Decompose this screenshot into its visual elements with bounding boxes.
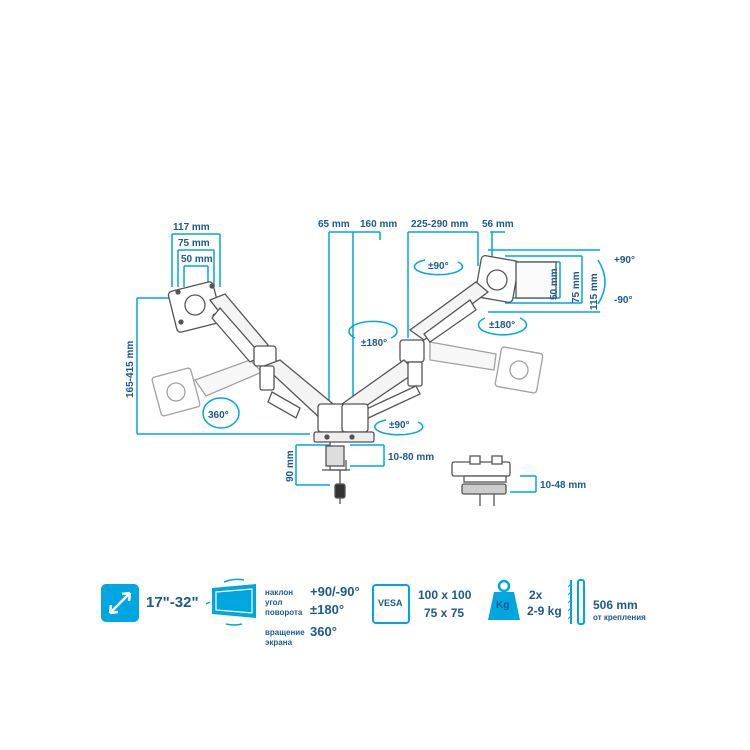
dim-56: 56 mm bbox=[482, 219, 514, 230]
dim-90: 90 mm bbox=[285, 450, 296, 482]
height-note: от крепления bbox=[593, 613, 646, 622]
right-vesa-plate bbox=[474, 255, 557, 303]
height-value: 506 mm bbox=[593, 598, 638, 612]
swivel-mid-label: ±90° bbox=[389, 420, 410, 431]
dim-165-415: 165-415 mm bbox=[125, 341, 136, 398]
rotation-arrows bbox=[202, 259, 528, 436]
left-vesa-plate bbox=[167, 281, 223, 333]
swivel-label-1: угол bbox=[265, 598, 283, 607]
screen-size-icon bbox=[101, 584, 139, 622]
swivel-value: ±180° bbox=[310, 602, 345, 617]
rotate-right-label: ±180° bbox=[489, 320, 515, 331]
dim-65: 65 mm bbox=[318, 219, 350, 230]
rotate-label-2: экрана bbox=[265, 638, 293, 647]
tilt-value: +90/-90° bbox=[310, 584, 360, 599]
height-icon bbox=[567, 578, 588, 626]
dimension-lines bbox=[136, 231, 606, 493]
vesa-badge: VESA bbox=[378, 598, 403, 608]
dim-10-80: 10-80 mm bbox=[388, 452, 434, 463]
load-range: 2-9 kg bbox=[527, 604, 562, 618]
tilt-label: наклон bbox=[265, 588, 294, 597]
arm-drawing bbox=[151, 255, 557, 506]
vesa-75: 75 x 75 bbox=[424, 606, 465, 620]
rotate-left-label: 360° bbox=[208, 410, 229, 421]
swivel-label-2: поворота bbox=[265, 608, 303, 617]
vesa-icon: VESA bbox=[372, 584, 410, 624]
vesa-100: 100 x 100 bbox=[418, 588, 472, 602]
dim-160: 160 mm bbox=[360, 219, 397, 230]
left-arm bbox=[208, 293, 340, 421]
dim-225-290: 225-290 mm bbox=[411, 219, 468, 230]
kg-badge: Kg bbox=[496, 600, 510, 611]
dim-10-48: 10-48 mm bbox=[540, 480, 586, 491]
rotate-label-1: вращение bbox=[265, 628, 305, 637]
dim-75-right: 75 mm bbox=[571, 271, 582, 303]
diagonal-arrow-icon bbox=[108, 591, 132, 615]
dim-50-left: 50 mm bbox=[181, 254, 213, 265]
dimension-labels: 117 mm 75 mm 50 mm 65 mm 160 mm 225-290 … bbox=[125, 219, 635, 491]
tilt-down-label: -90° bbox=[614, 295, 632, 306]
rotate-value: 360° bbox=[310, 624, 337, 639]
right-arm bbox=[340, 281, 490, 421]
grommet-mount bbox=[451, 455, 511, 506]
tilt-swivel-icon bbox=[200, 578, 264, 626]
right-ghost-plate bbox=[429, 341, 544, 394]
load-count: 2x bbox=[529, 588, 543, 602]
dim-115: 115 mm bbox=[589, 273, 600, 310]
swivel-right-label: ±90° bbox=[428, 261, 449, 272]
pole-base bbox=[313, 403, 375, 504]
dim-117: 117 mm bbox=[173, 222, 210, 233]
weight-icon: Kg bbox=[486, 578, 522, 622]
left-ghost-plate bbox=[151, 359, 264, 417]
rotate-mid-label: ±180° bbox=[361, 338, 387, 349]
screen-size-value: 17"-32" bbox=[146, 594, 199, 611]
dim-75-left: 75 mm bbox=[178, 238, 210, 249]
dim-50-right: 50 mm bbox=[549, 268, 560, 300]
tilt-up-label: +90° bbox=[614, 255, 635, 266]
